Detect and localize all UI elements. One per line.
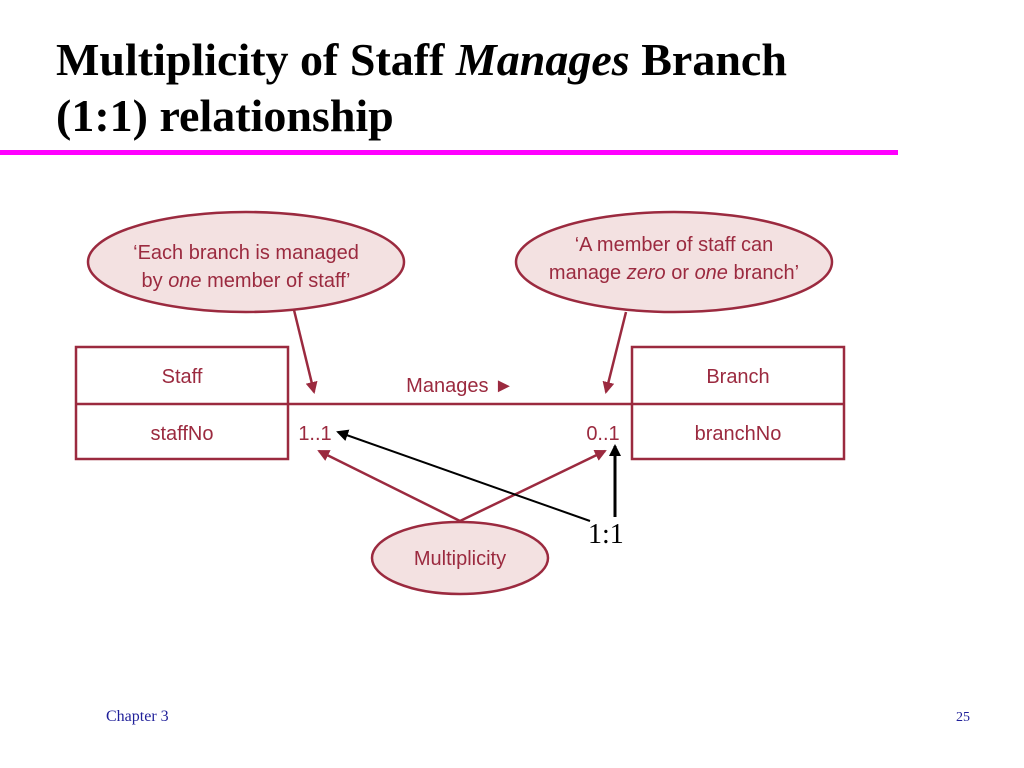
title-italic: Manages [455,34,630,85]
right-note-line2: manage zero or one branch’ [549,262,799,284]
left-bubble-pointer-arrow [292,309,318,394]
branch-entity-attribute: branchNo [695,423,782,445]
relationship-label: Manages ► [406,375,514,397]
left-note-line1: ‘Each branch is managed [133,242,359,264]
multiplicity-bubble-label: Multiplicity [414,548,506,570]
multiplicity-branch-side: 0..1 [586,423,619,445]
branch-entity: Branch branchNo [630,345,846,461]
ratio-annotation: 1:1 [588,519,624,550]
footer-chapter: Chapter 3 [106,708,169,725]
left-note-bubble [86,210,406,314]
multiplicity-arrow-right [459,449,607,523]
title-underline-rule [0,150,898,155]
multiplicity-staff-side: 1..1 [298,423,331,445]
title-part2: Branch [629,34,787,85]
right-note-bubble [514,210,834,314]
slide-title: Multiplicity of Staff Manages Branch (1:… [56,32,956,144]
branch-entity-name: Branch [706,366,769,388]
multiplicity-bubble [370,520,550,596]
page-number: 25 [956,710,970,725]
left-note-line2: by one member of staff’ [142,270,351,292]
staff-entity-attribute: staffNo [151,423,214,445]
staff-entity-name: Staff [162,366,203,388]
ratio-arrow-to-staff-side [336,429,591,522]
multiplicity-arrow-left [317,449,461,523]
title-part1: Multiplicity of Staff [56,34,456,85]
title-line2: (1:1) relationship [56,90,394,141]
right-note-line1: ‘A member of staff can [575,234,774,256]
staff-entity: Staff staffNo [74,345,290,461]
right-bubble-pointer-arrow [602,311,628,394]
